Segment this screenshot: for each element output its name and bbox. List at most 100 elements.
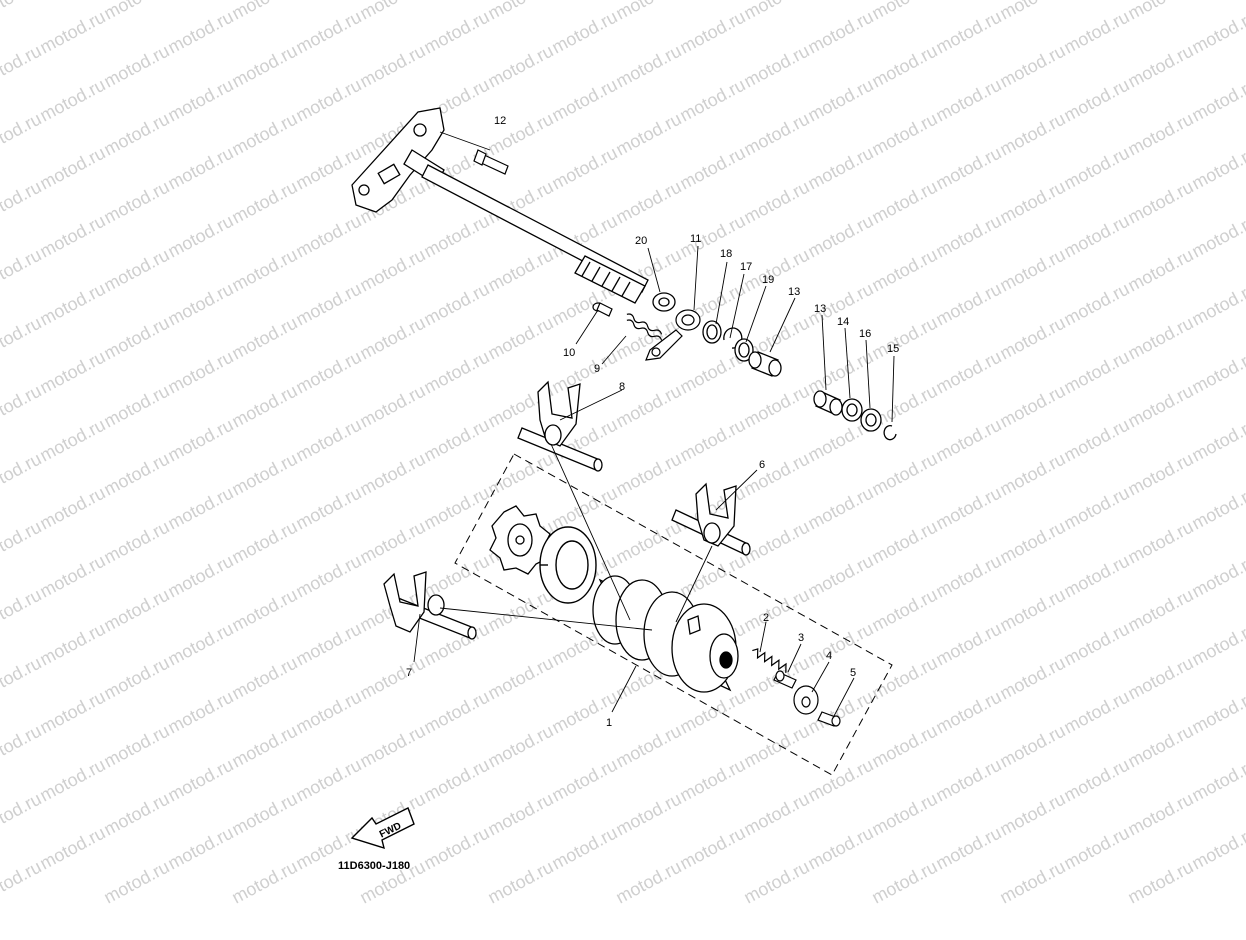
watermark-text: motod.ru — [356, 313, 428, 364]
watermark-text: motod.ru — [1124, 585, 1196, 636]
watermark-text: motod.ru — [996, 721, 1068, 772]
watermark-text: motod.ru — [868, 109, 940, 160]
watermark-text: motod.ru — [36, 347, 108, 398]
watermark-text: motod.ru — [932, 347, 1004, 398]
watermark-text: motod.ru — [932, 143, 1004, 194]
shift-fork — [383, 571, 477, 640]
watermark-text: motod.ru — [1124, 517, 1196, 568]
callout-18: 18 — [720, 248, 732, 260]
watermark-text: motod.ru — [164, 483, 236, 534]
watermark-text: motod.ru — [0, 721, 45, 772]
watermark-text: motod.ru — [292, 687, 364, 738]
callout-9: 9 — [594, 363, 600, 375]
watermark-text: motod.ru — [804, 551, 876, 602]
watermark-text: motod.ru — [1124, 653, 1196, 704]
watermark-text: motod.ru — [612, 449, 684, 500]
watermark-text: motod.ru — [164, 75, 236, 126]
shift-fork — [671, 482, 751, 556]
watermark-text: motod.ru — [484, 789, 556, 840]
watermark-text: motod.ru — [292, 755, 364, 806]
watermark-text: motod.ru — [0, 517, 45, 568]
watermark-text: motod.ru — [0, 789, 45, 840]
watermark-text: motod.ru — [932, 75, 1004, 126]
watermark-text: motod.ru — [100, 517, 172, 568]
callout-11: 11 — [690, 233, 701, 245]
watermark-text: motod.ru — [228, 449, 300, 500]
watermark-text: motod.ru — [1060, 755, 1132, 806]
watermark-text: motod.ru — [420, 687, 492, 738]
watermark-text: motod.ru — [356, 41, 428, 92]
watermark-text: motod.ru — [740, 0, 812, 24]
callout-15: 15 — [887, 343, 899, 355]
watermark-text: motod.ru — [164, 619, 236, 670]
watermark-text: motod.ru — [1060, 619, 1132, 670]
watermark-text: motod.ru — [868, 313, 940, 364]
watermark-text: motod.ru — [804, 619, 876, 670]
callout-20: 20 — [635, 235, 647, 247]
watermark-text: motod.ru — [36, 7, 108, 58]
watermark-text: motod.ru — [484, 653, 556, 704]
watermark-text: motod.ru — [228, 653, 300, 704]
watermark-text: motod.ru — [356, 381, 428, 432]
watermark-text: motod.ru — [1124, 0, 1196, 24]
watermark-text: motod.ru — [996, 313, 1068, 364]
callout-5: 5 — [850, 667, 856, 679]
watermark-text: motod.ru — [228, 381, 300, 432]
callouts: 12 20 11 18 17 19 13 13 14 16 15 10 9 8 … — [406, 115, 899, 729]
watermark-text: motod.ru — [356, 245, 428, 296]
callout-14: 14 — [837, 316, 849, 328]
watermark-text: motod.ru — [100, 41, 172, 92]
watermark-text: motod.ru — [36, 143, 108, 194]
watermark-text: motod.ru — [1060, 211, 1132, 262]
watermark-text: motod.ru — [868, 177, 940, 228]
watermark-text: motod.ru — [996, 517, 1068, 568]
oil-seal — [652, 292, 676, 312]
watermark-text: motod.ru — [740, 721, 812, 772]
watermark-text: motod.ru — [868, 0, 940, 24]
watermark-text: motod.ru — [740, 109, 812, 160]
shift-drum-segment — [489, 505, 551, 575]
watermark-text: motod.ru — [36, 211, 108, 262]
callout-6: 6 — [759, 459, 765, 471]
watermark-text: motod.ru — [356, 517, 428, 568]
callout-8: 8 — [619, 381, 625, 393]
stopper-lever — [645, 309, 701, 361]
pin — [473, 149, 509, 175]
watermark-text: motod.ru — [164, 143, 236, 194]
watermark-text: motod.ru — [996, 449, 1068, 500]
watermark-text: motod.ru — [164, 687, 236, 738]
watermark-text: motod.ru — [868, 517, 940, 568]
watermark-text: motod.ru — [1060, 7, 1132, 58]
watermark-text: motod.ru — [1188, 279, 1246, 330]
watermark-text: motod.ru — [292, 7, 364, 58]
watermark-text: motod.ru — [228, 857, 300, 908]
washers-set — [702, 320, 754, 362]
watermark-text: motod.ru — [164, 415, 236, 466]
watermark-text: motod.ru — [164, 279, 236, 330]
watermark-text: motod.ru — [932, 279, 1004, 330]
watermark-text: motod.ru — [1060, 823, 1132, 874]
watermark-text: motod.ru — [420, 551, 492, 602]
watermark-text: motod.ru — [1060, 347, 1132, 398]
watermark-text: motod.ru — [1188, 143, 1246, 194]
watermark-text: motod.ru — [740, 381, 812, 432]
callout-13-b: 13 — [814, 303, 826, 315]
watermark-text: motod.ru — [1124, 721, 1196, 772]
watermark-text: motod.ru — [868, 585, 940, 636]
watermark-text: motod.ru — [0, 245, 45, 296]
watermark-text: motod.ru — [164, 347, 236, 398]
watermark-text: motod.ru — [612, 517, 684, 568]
watermark-text: motod.ru — [1124, 109, 1196, 160]
watermark-text: motod.ru — [868, 41, 940, 92]
shift-shaft — [351, 107, 649, 304]
watermark-text: motod.ru — [740, 585, 812, 636]
watermark-text: motod.ru — [548, 143, 620, 194]
watermark-text: motod.ru — [164, 551, 236, 602]
watermark-text: motod.ru — [548, 687, 620, 738]
watermark-text: motod.ru — [740, 41, 812, 92]
watermark-text: motod.ru — [228, 245, 300, 296]
watermark-text: motod.ru — [484, 245, 556, 296]
watermark-text: motod.ru — [420, 211, 492, 262]
watermark-text: motod.ru — [932, 415, 1004, 466]
watermark-text: motod.ru — [932, 551, 1004, 602]
